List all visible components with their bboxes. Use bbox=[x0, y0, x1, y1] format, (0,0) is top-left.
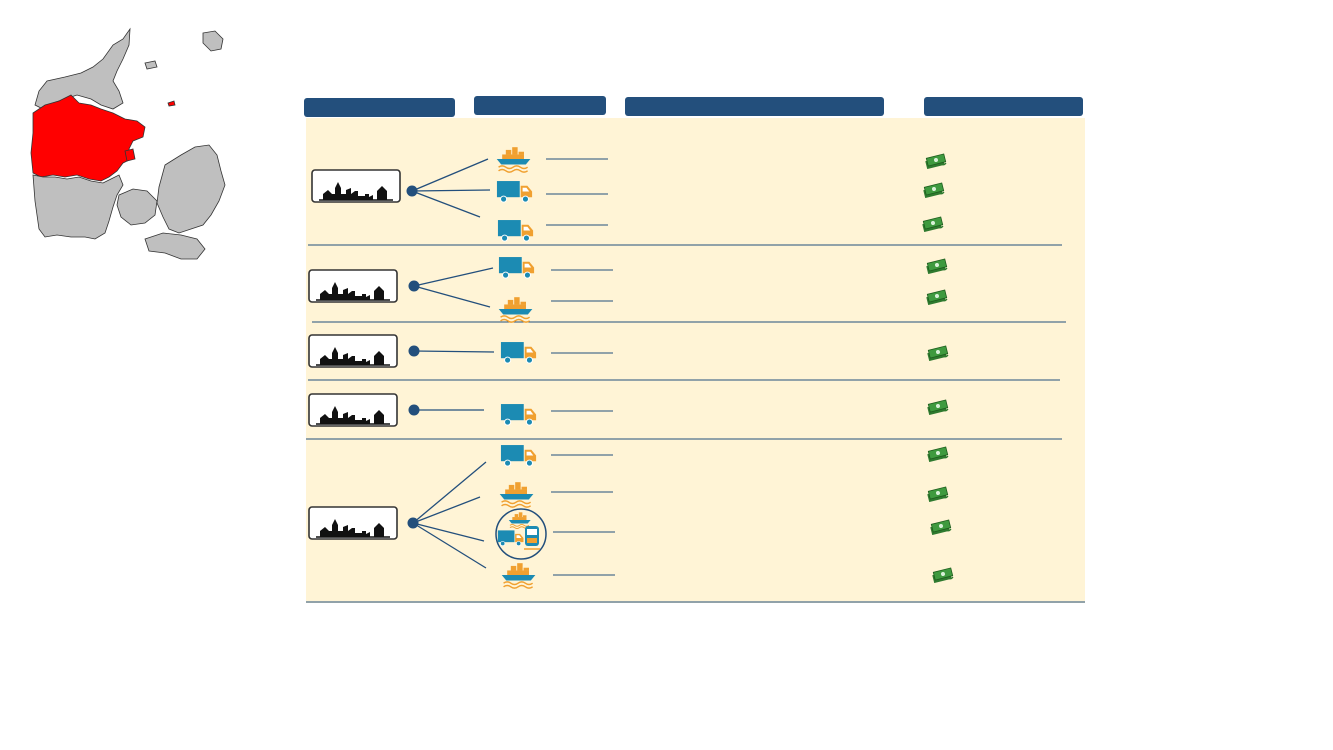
intermodal-icon bbox=[495, 508, 547, 560]
routes-panel bbox=[306, 118, 1085, 603]
junction-node bbox=[406, 185, 418, 197]
truck-icon bbox=[498, 256, 535, 279]
bornholm-island bbox=[202, 30, 224, 52]
truck-icon bbox=[497, 219, 534, 242]
header-cost bbox=[924, 97, 1083, 116]
south-jutland-region bbox=[32, 174, 124, 240]
money-icon bbox=[929, 519, 952, 535]
junction-node bbox=[408, 345, 420, 357]
junction-node bbox=[407, 517, 419, 529]
truck-icon bbox=[500, 341, 537, 364]
header-transport-mode bbox=[474, 96, 606, 115]
ship-icon bbox=[495, 146, 532, 173]
ship-icon bbox=[497, 296, 534, 323]
city-skyline-icon bbox=[308, 269, 398, 303]
money-icon bbox=[926, 399, 949, 415]
truck-icon bbox=[500, 403, 537, 426]
money-icon bbox=[931, 567, 954, 583]
money-icon bbox=[921, 216, 944, 232]
city-skyline-icon bbox=[308, 334, 398, 368]
money-icon bbox=[925, 289, 948, 305]
route-group-1 bbox=[311, 146, 947, 242]
ship-icon bbox=[498, 481, 535, 508]
small-island bbox=[167, 100, 176, 107]
route-group-2 bbox=[308, 256, 948, 323]
route-group-5 bbox=[308, 444, 954, 589]
route-group-4 bbox=[308, 393, 949, 427]
city-skyline-icon bbox=[308, 506, 398, 540]
ship-icon bbox=[500, 562, 537, 589]
lolland-island bbox=[144, 232, 206, 260]
money-icon bbox=[926, 446, 949, 462]
truck-icon bbox=[500, 444, 537, 467]
money-icon bbox=[922, 182, 945, 198]
money-icon bbox=[925, 258, 948, 274]
small-island bbox=[124, 148, 136, 162]
zealand-island bbox=[156, 144, 226, 234]
route-group-3 bbox=[308, 334, 949, 368]
denmark-map bbox=[30, 27, 226, 260]
junction-node bbox=[408, 404, 420, 416]
small-island bbox=[144, 60, 158, 70]
header-location bbox=[304, 98, 455, 117]
header-description bbox=[625, 97, 884, 116]
money-icon bbox=[926, 486, 949, 502]
city-skyline-icon bbox=[311, 169, 401, 203]
funen-island bbox=[116, 188, 158, 226]
truck-icon bbox=[496, 180, 533, 203]
city-skyline-icon bbox=[308, 393, 398, 427]
junction-node bbox=[408, 280, 420, 292]
money-icon bbox=[926, 345, 949, 361]
money-icon bbox=[924, 153, 947, 169]
